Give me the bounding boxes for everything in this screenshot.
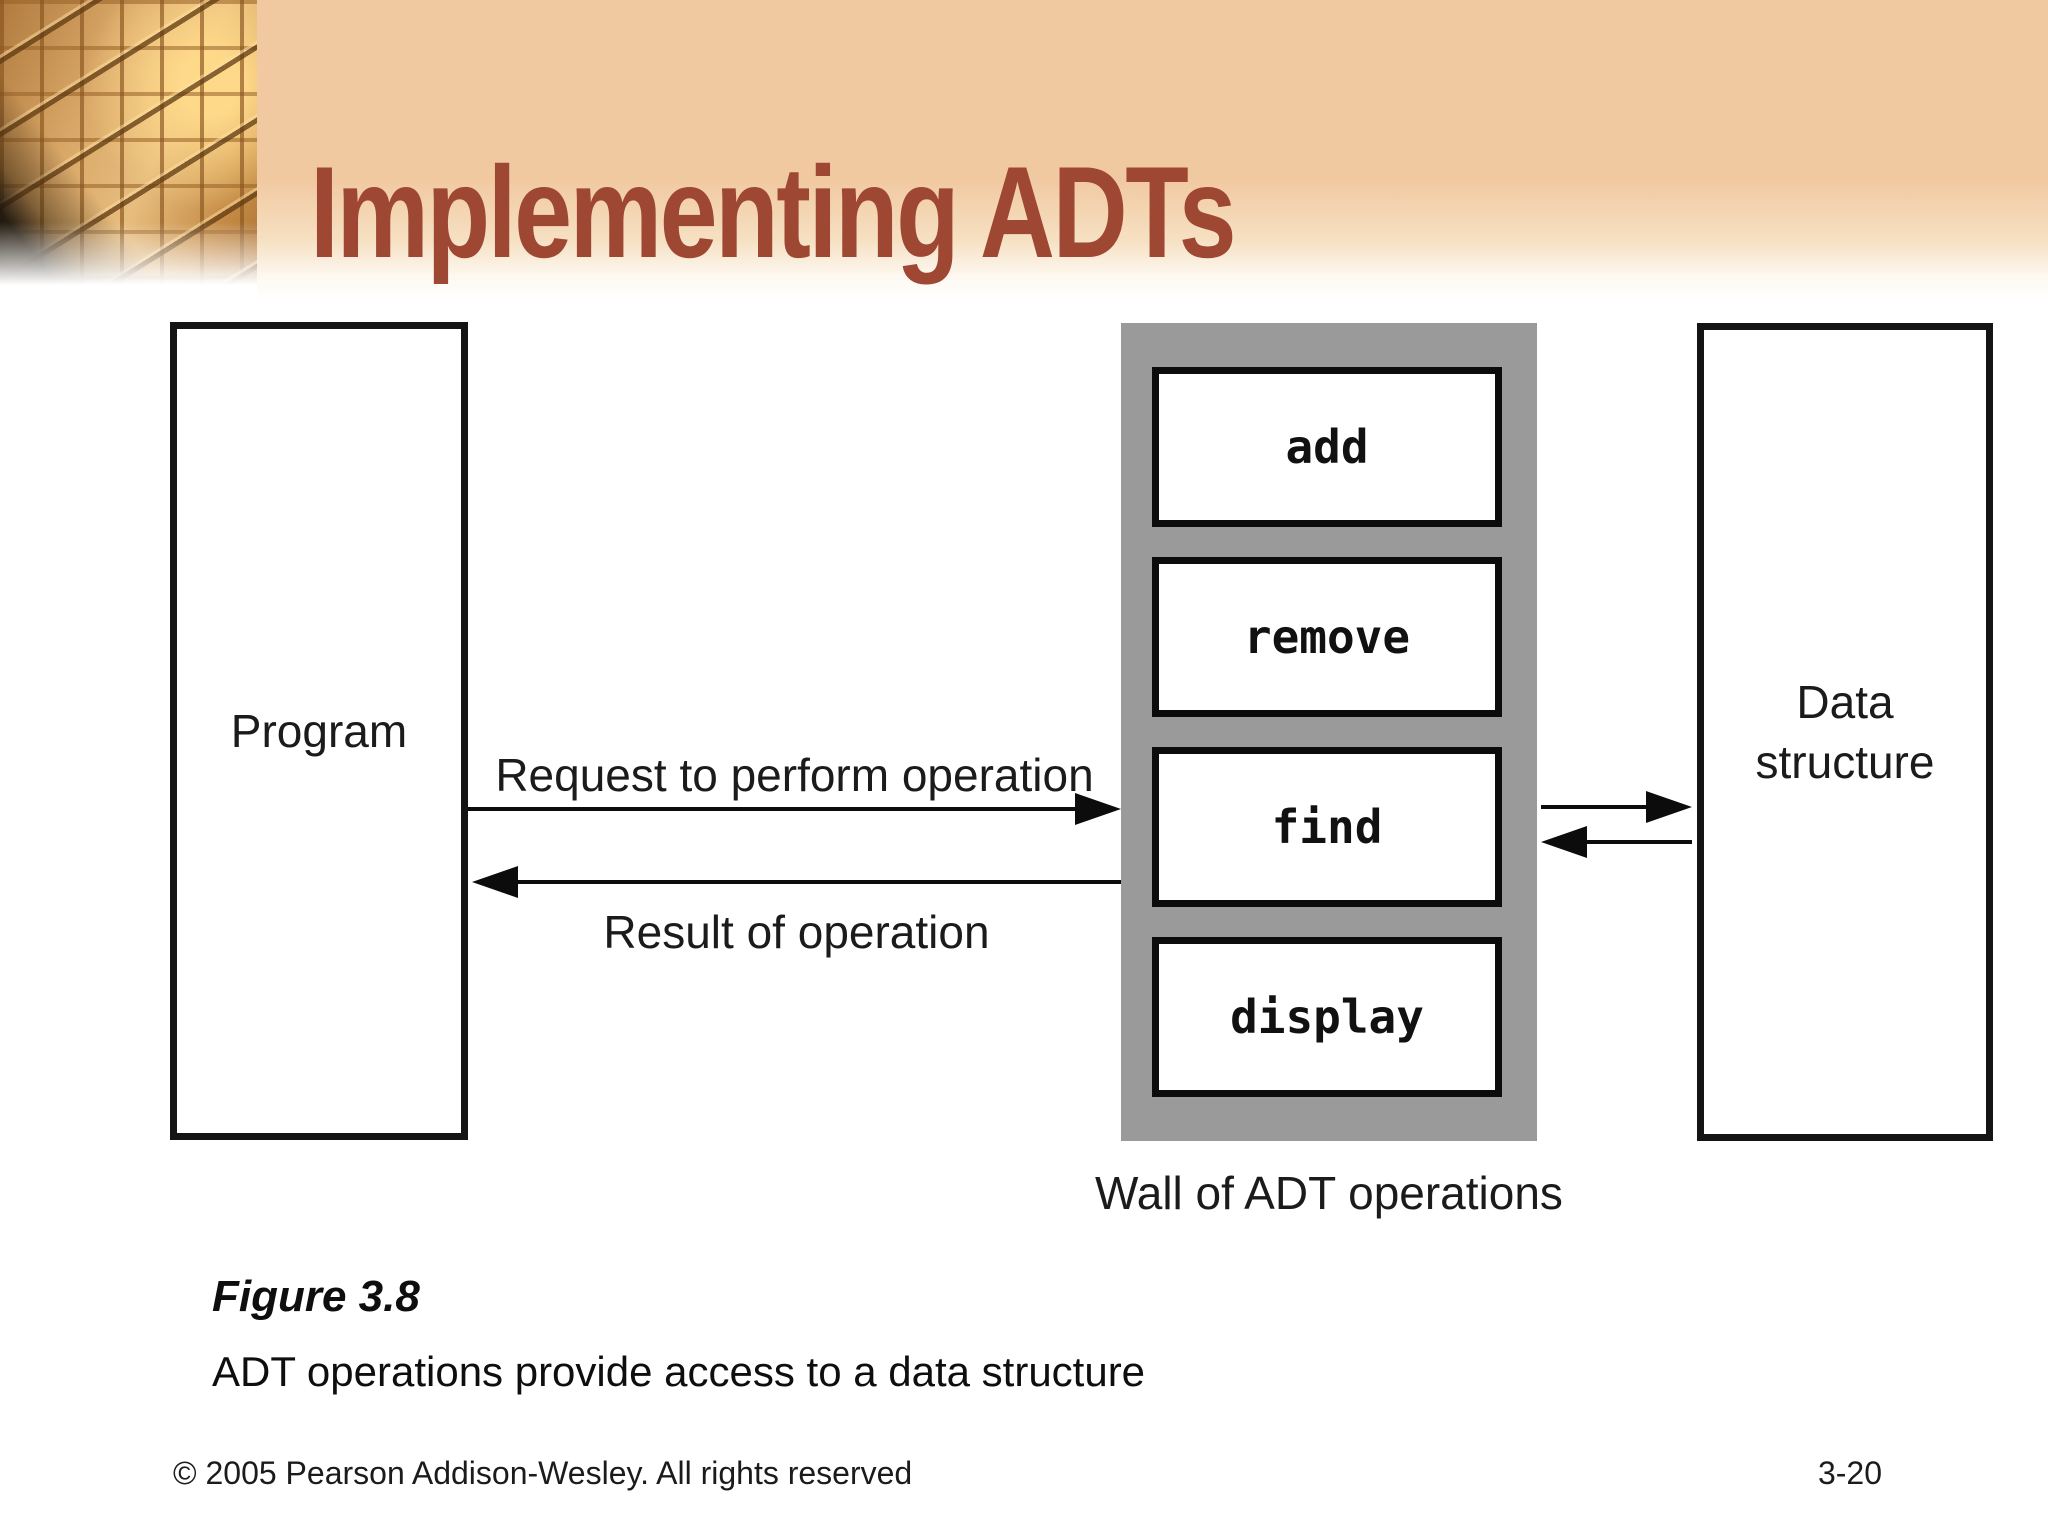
header-band	[0, 0, 2048, 300]
operation-label: add	[1285, 420, 1369, 474]
request-arrow	[468, 793, 1121, 825]
arrowhead-right-icon	[1646, 791, 1692, 823]
arrow-shaft	[1577, 840, 1692, 844]
wall-caption: Wall of ADT operations	[1095, 1167, 1563, 1219]
footer-page-number: 3-20	[1817, 1455, 1883, 1491]
result-arrow	[472, 866, 1121, 898]
arrow-shaft	[1541, 805, 1657, 809]
data-structure-label-line1: Data	[1796, 676, 1894, 728]
arrow-shaft	[468, 807, 1086, 811]
adt-operations-wall: add remove find display	[1121, 323, 1537, 1141]
result-arrow-label: Result of operation	[603, 906, 990, 958]
data-structure-box-label: Data structure	[1756, 672, 1935, 792]
data-to-wall-arrow	[1541, 826, 1692, 858]
request-arrow-label: Request to perform operation	[495, 749, 1094, 801]
operation-box-add: add	[1152, 367, 1502, 527]
operation-label: remove	[1243, 610, 1411, 664]
program-box: Program	[170, 322, 468, 1140]
figure-caption: ADT operations provide access to a data …	[212, 1348, 1146, 1395]
header-photo	[0, 0, 257, 300]
wall-to-data-arrow	[1541, 791, 1692, 823]
arrowhead-right-icon	[1075, 793, 1121, 825]
arrowhead-left-icon	[1541, 826, 1587, 858]
page-title: Implementing ADTs	[310, 139, 1237, 286]
data-structure-label-line2: structure	[1755, 736, 1935, 788]
operation-box-remove: remove	[1152, 557, 1502, 717]
footer-copyright: © 2005 Pearson Addison-Wesley. All right…	[173, 1455, 913, 1491]
figure-label: Figure 3.8	[212, 1272, 420, 1321]
operation-box-find: find	[1152, 747, 1502, 907]
arrow-shaft	[508, 880, 1121, 884]
arrowhead-left-icon	[472, 866, 518, 898]
operation-box-display: display	[1152, 937, 1502, 1097]
operation-label: find	[1271, 800, 1383, 854]
operation-label: display	[1230, 990, 1424, 1044]
data-structure-box: Data structure	[1697, 323, 1993, 1141]
program-box-label: Program	[230, 705, 408, 757]
